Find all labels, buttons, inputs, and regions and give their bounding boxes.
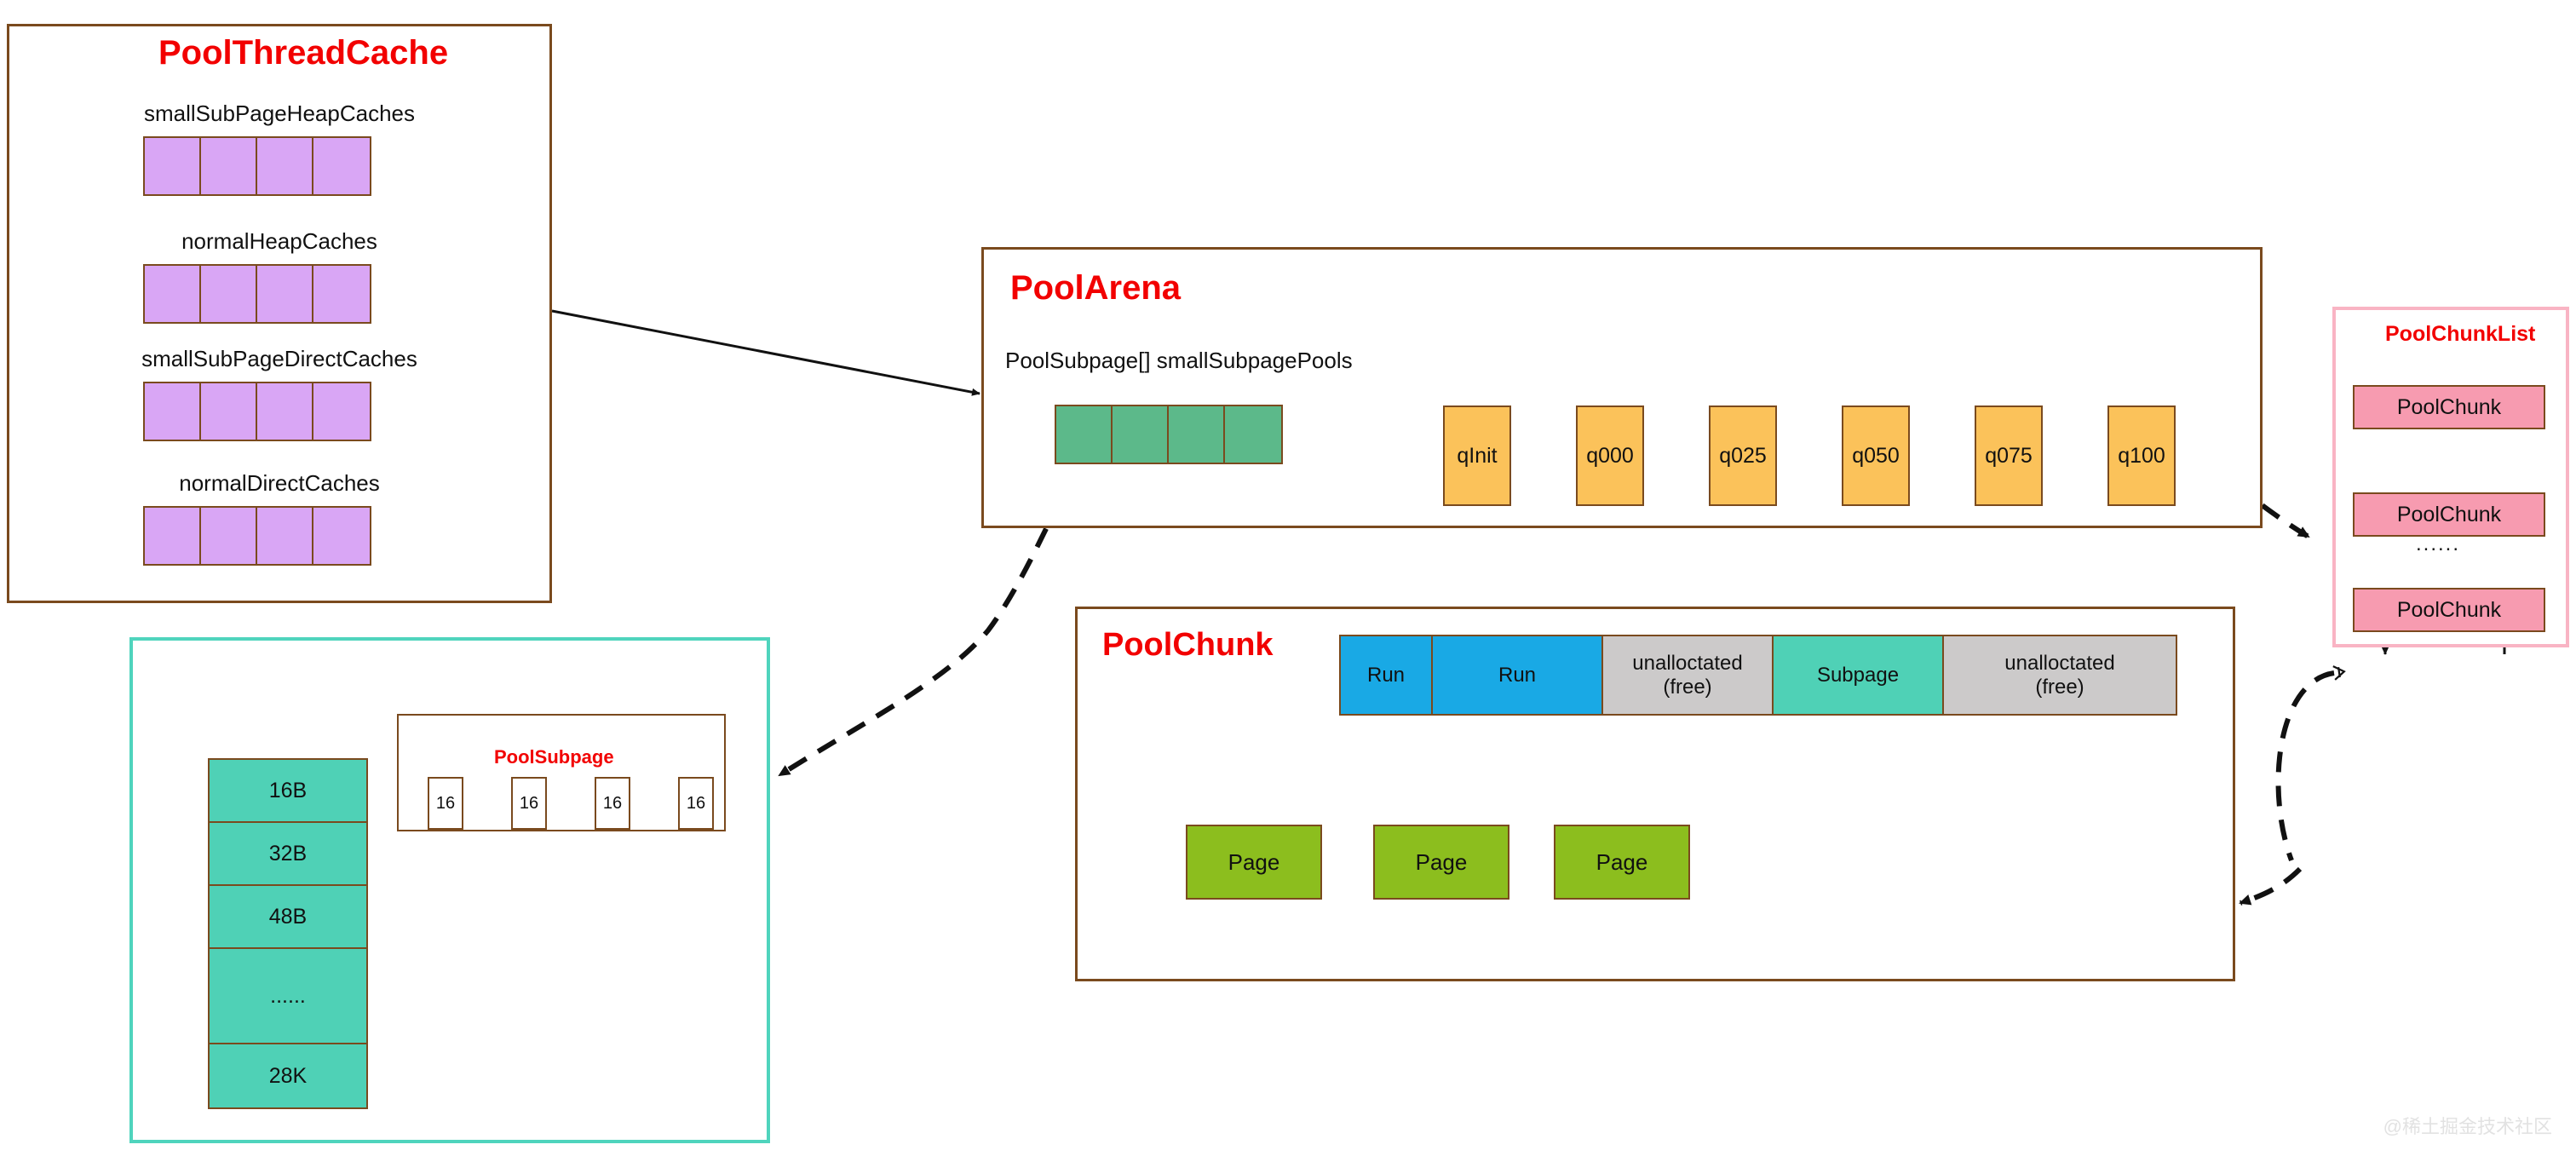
subpage-pool-cell xyxy=(1169,406,1225,463)
pool-chunk-node-2[interactable]: PoolChunk xyxy=(2353,492,2545,537)
pool-chunk-node-1[interactable]: PoolChunk xyxy=(2353,385,2545,429)
cache-cell xyxy=(313,266,370,322)
queue-q000[interactable]: q000 xyxy=(1576,405,1644,506)
pool-arena-field-label: PoolSubpage[] smallSubpagePools xyxy=(1005,348,1353,373)
page-box-1[interactable]: Page xyxy=(1186,825,1322,900)
pool-chunk-list-title: PoolChunkList xyxy=(2385,322,2536,346)
free-label-line1: unalloctated xyxy=(1632,651,1743,675)
size-class-48b[interactable]: 48B xyxy=(210,886,366,949)
queue-q075[interactable]: q075 xyxy=(1975,405,2043,506)
cache-cell xyxy=(201,508,257,564)
subpage-element-1[interactable]: 16 xyxy=(428,777,463,830)
chunk-segment-run-1[interactable]: Run xyxy=(1341,636,1433,714)
cache-array-small-subpage-direct xyxy=(143,382,371,441)
cache-label-small-subpage-direct: smallSubPageDirectCaches xyxy=(141,346,417,371)
subpage-pool-cell xyxy=(1056,406,1113,463)
queue-q050[interactable]: q050 xyxy=(1842,405,1910,506)
watermark: @稀土掘金技术社区 xyxy=(2383,1116,2552,1137)
cache-cell xyxy=(201,383,257,440)
pool-chunk-node-3[interactable]: PoolChunk xyxy=(2353,588,2545,632)
cache-label-normal-heap: normalHeapCaches xyxy=(181,228,377,254)
cache-cell xyxy=(257,138,313,194)
cache-cell xyxy=(145,508,201,564)
small-subpage-pools-array xyxy=(1055,405,1283,464)
free-label-line2: (free) xyxy=(1663,675,1712,699)
pool-chunk-memory-bar: Run Run unalloctated (free) Subpage unal… xyxy=(1339,635,2177,716)
subpage-pool-cell xyxy=(1225,406,1281,463)
cache-array-normal-direct xyxy=(143,506,371,566)
subpage-element-2[interactable]: 16 xyxy=(511,777,547,830)
pool-chunk-list-ellipsis: ...... xyxy=(2416,532,2461,555)
chunk-segment-free-2[interactable]: unalloctated (free) xyxy=(1944,636,2176,714)
pool-thread-cache-title: PoolThreadCache xyxy=(158,34,449,72)
chunk-segment-free-1[interactable]: unalloctated (free) xyxy=(1603,636,1774,714)
cache-cell xyxy=(313,383,370,440)
cache-cell xyxy=(313,138,370,194)
cache-cell xyxy=(257,383,313,440)
cache-array-small-subpage-heap xyxy=(143,136,371,196)
chunk-segment-subpage[interactable]: Subpage xyxy=(1774,636,1944,714)
cache-cell xyxy=(257,266,313,322)
pool-arena-title: PoolArena xyxy=(1010,269,1182,307)
size-class-32b[interactable]: 32B xyxy=(210,823,366,886)
chunk-segment-run-2[interactable]: Run xyxy=(1433,636,1603,714)
cache-cell xyxy=(257,508,313,564)
size-class-column: 16B 32B 48B ...... 28K xyxy=(208,758,368,1109)
size-class-28k[interactable]: 28K xyxy=(210,1044,366,1107)
queue-q100[interactable]: q100 xyxy=(2107,405,2176,506)
subpage-pool-cell xyxy=(1113,406,1169,463)
size-class-ellipsis: ...... xyxy=(210,949,366,1044)
subpage-element-4[interactable]: 16 xyxy=(678,777,714,830)
cache-cell xyxy=(145,138,201,194)
free-label-line2: (free) xyxy=(2035,675,2084,699)
page-box-3[interactable]: Page xyxy=(1554,825,1690,900)
cache-cell xyxy=(201,266,257,322)
page-box-2[interactable]: Page xyxy=(1373,825,1509,900)
size-class-16b[interactable]: 16B xyxy=(210,760,366,823)
cache-label-small-subpage-heap: smallSubPageHeapCaches xyxy=(144,101,415,126)
edge-threadcache-to-arena xyxy=(551,309,980,396)
queue-q025[interactable]: q025 xyxy=(1709,405,1777,506)
free-label-line1: unalloctated xyxy=(2004,651,2115,675)
cache-label-normal-direct: normalDirectCaches xyxy=(179,470,380,496)
subpage-element-3[interactable]: 16 xyxy=(595,777,630,830)
cache-cell xyxy=(145,383,201,440)
cache-cell xyxy=(313,508,370,564)
pool-chunk-title: PoolChunk xyxy=(1102,627,1274,663)
cache-array-normal-heap xyxy=(143,264,371,324)
edge-chunklist-to-poolchunk xyxy=(2239,665,2346,906)
pool-subpage-title: PoolSubpage xyxy=(494,746,614,768)
cache-cell xyxy=(201,138,257,194)
cache-cell xyxy=(145,266,201,322)
queue-qinit[interactable]: qInit xyxy=(1443,405,1511,506)
